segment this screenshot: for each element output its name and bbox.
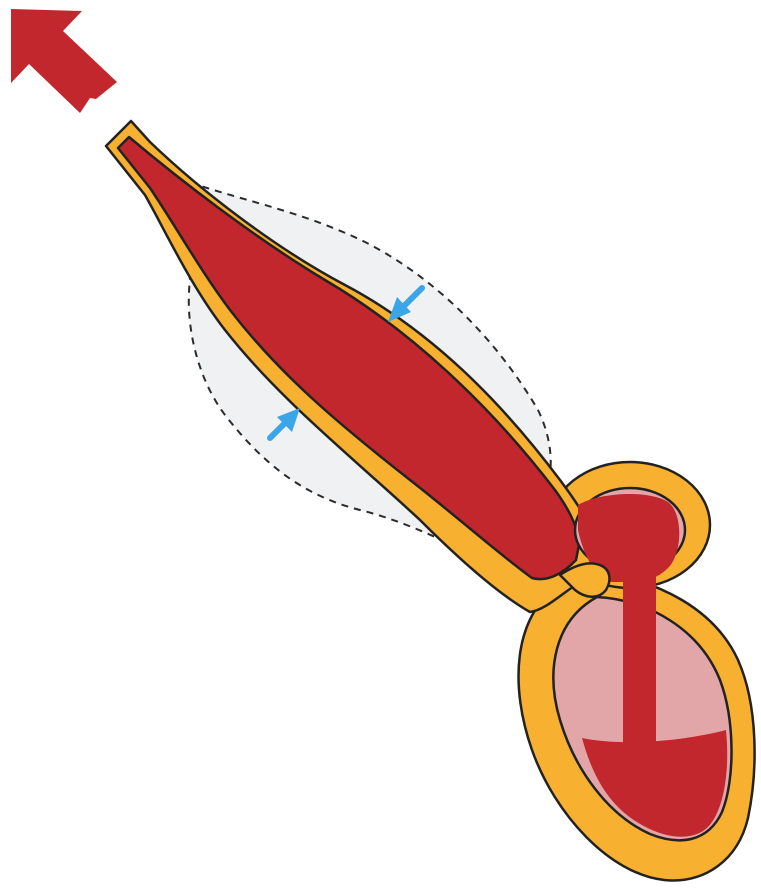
blood-column-top	[612, 548, 666, 575]
outflow-arrow	[11, 9, 117, 113]
tube-lumen	[118, 137, 580, 579]
blood-column	[623, 560, 656, 755]
